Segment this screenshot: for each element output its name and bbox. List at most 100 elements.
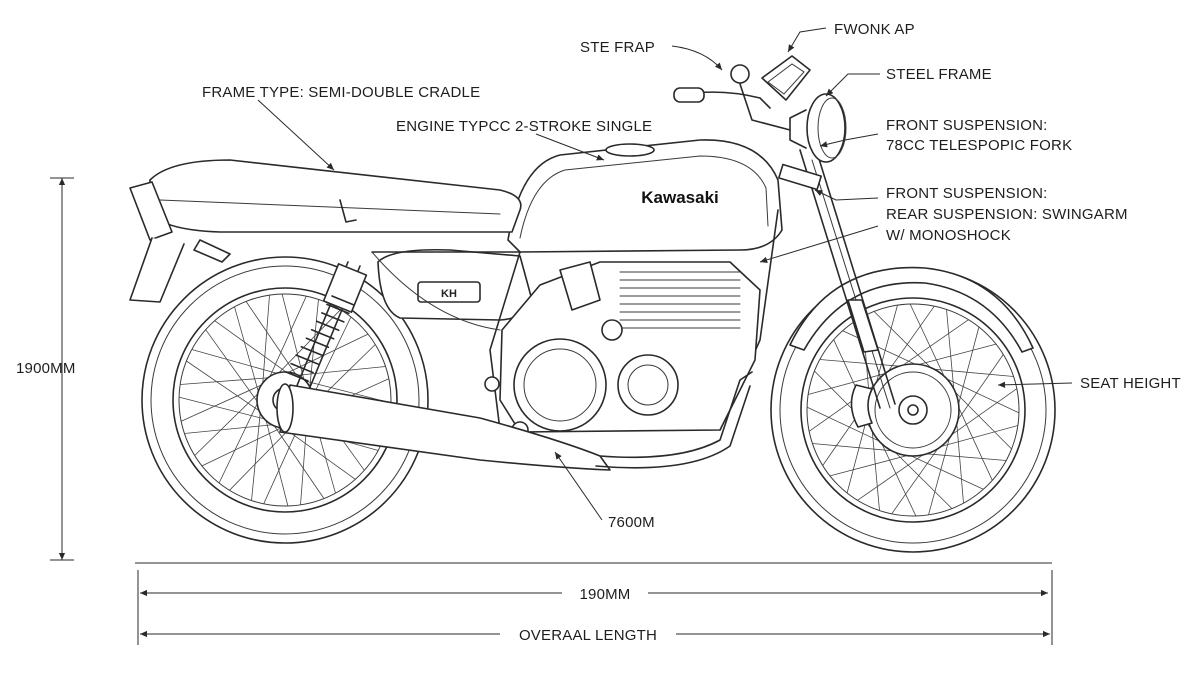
wheel-spoke xyxy=(205,329,260,405)
wheel-spoke xyxy=(267,296,307,381)
leader-frame-type xyxy=(257,99,335,171)
wheel-spoke xyxy=(214,320,290,375)
wheel-spoke xyxy=(953,354,1004,426)
wheel-spoke xyxy=(262,295,270,388)
throttle-grip xyxy=(673,87,705,103)
carburetor xyxy=(559,261,601,311)
spring-coil xyxy=(331,295,355,306)
leader-seat-height xyxy=(997,381,1073,389)
front-brake-caliper xyxy=(850,384,873,428)
label-overall-length: OVERAAL LENGTH xyxy=(519,627,657,644)
leader-ste-frap xyxy=(671,45,723,71)
wheel-spoke xyxy=(905,452,984,490)
instrument-cluster xyxy=(761,55,811,101)
leader-ground-clearance xyxy=(554,451,603,521)
wheel-spoke xyxy=(186,360,263,414)
tail-section xyxy=(129,181,231,303)
front-fender xyxy=(789,266,1034,353)
tail-light xyxy=(129,181,173,241)
spring-coil xyxy=(290,362,314,374)
wheel-spoke xyxy=(897,319,969,370)
wheel-spoke xyxy=(928,431,952,516)
exhaust xyxy=(276,371,753,471)
wheel-spoke xyxy=(271,422,325,499)
leader-top-right xyxy=(787,27,827,53)
spring-coil xyxy=(315,320,340,332)
headlight xyxy=(789,93,847,163)
label-frame-type: FRAME TYPE: SEMI-DOUBLE CRADLE xyxy=(202,84,480,101)
wheel-spoke xyxy=(812,443,899,452)
rear-tire-outer xyxy=(141,256,429,544)
wheel-spoke xyxy=(234,306,260,396)
wheel-spoke xyxy=(229,424,295,491)
handlebar xyxy=(673,64,791,131)
wheel-spoke xyxy=(218,399,260,484)
wheel-spoke xyxy=(956,326,980,411)
spring-coil xyxy=(305,337,330,349)
wheel-spoke xyxy=(819,359,906,368)
front-rim xyxy=(800,297,1026,523)
spring-coil xyxy=(326,303,350,315)
wheel-spoke xyxy=(946,388,1018,439)
rear-turn-signal xyxy=(193,239,231,263)
label-front-susp-1-line2: 78CC TELESPOPIC FORK xyxy=(886,137,1072,154)
wheel-spoke xyxy=(873,311,936,373)
wheel-spoke xyxy=(251,408,261,501)
engine-stator-cover xyxy=(617,354,679,416)
wheel-spoke xyxy=(874,304,898,389)
wheel-spoke xyxy=(912,343,997,367)
rear-rim xyxy=(172,287,398,513)
wheel-spoke xyxy=(184,424,277,434)
wheel-spoke xyxy=(909,303,948,382)
wheel-spoke xyxy=(201,425,286,467)
wheel-spoke xyxy=(920,452,1007,461)
label-wheelbase: 190MM xyxy=(579,586,630,603)
wheel-spoke xyxy=(194,390,261,456)
wheel-spoke xyxy=(293,366,386,376)
label-front-susp-2: FRONT SUSPENSION: xyxy=(886,185,1047,202)
wheel-spoke xyxy=(878,438,917,517)
wheel-spoke xyxy=(180,377,273,385)
wheel-spoke xyxy=(275,309,341,376)
shock-spring xyxy=(285,295,355,382)
spring-coil xyxy=(285,371,309,382)
wheel-spoke xyxy=(941,375,1020,414)
wheel-spoke xyxy=(191,349,281,375)
mirror-stem xyxy=(730,64,750,84)
engine-cylinder-fins xyxy=(619,271,741,329)
wheel-spoke xyxy=(807,371,892,395)
wheel-spoke xyxy=(178,396,269,421)
label-steel-frame: STEEL FRAME xyxy=(886,66,992,83)
label-ground-clearance: 7600M xyxy=(608,514,655,531)
wheel-spoke xyxy=(955,417,964,504)
engine-clutch-cover xyxy=(513,338,607,432)
label-engine-type: ENGINE TYPCC 2-STROKE SINGLE xyxy=(396,118,652,135)
wheel-spoke xyxy=(871,424,880,511)
leader-steel-frame xyxy=(825,73,880,97)
label-height-dim: 1900MM xyxy=(16,360,76,377)
wheel-spoke xyxy=(884,305,935,377)
label-rear-susp-line2: W/ MONOSHOCK xyxy=(886,227,1011,244)
wheel-spoke xyxy=(264,416,289,507)
wheel-spoke xyxy=(245,301,299,378)
wheel-spoke xyxy=(310,316,352,401)
wheel-spoke xyxy=(857,450,929,501)
spring-coil xyxy=(300,345,325,357)
wheel-spoke xyxy=(842,330,921,368)
leader-front-susp-2 xyxy=(814,189,879,201)
side-cover-badge xyxy=(417,281,481,303)
wheel-spoke xyxy=(955,402,993,481)
seat xyxy=(147,159,522,233)
wheel-spoke xyxy=(806,406,885,445)
rear-shock xyxy=(285,261,368,393)
wheel-spoke xyxy=(181,382,266,422)
spring-coil xyxy=(295,354,320,365)
fuel-cap xyxy=(605,143,655,157)
wheel-spoke xyxy=(829,453,914,477)
wheel-spoke xyxy=(891,443,942,515)
spring-coil xyxy=(310,328,335,340)
tank-brand-label: Kawasaki xyxy=(641,188,719,207)
exhaust-muffler xyxy=(279,384,611,471)
